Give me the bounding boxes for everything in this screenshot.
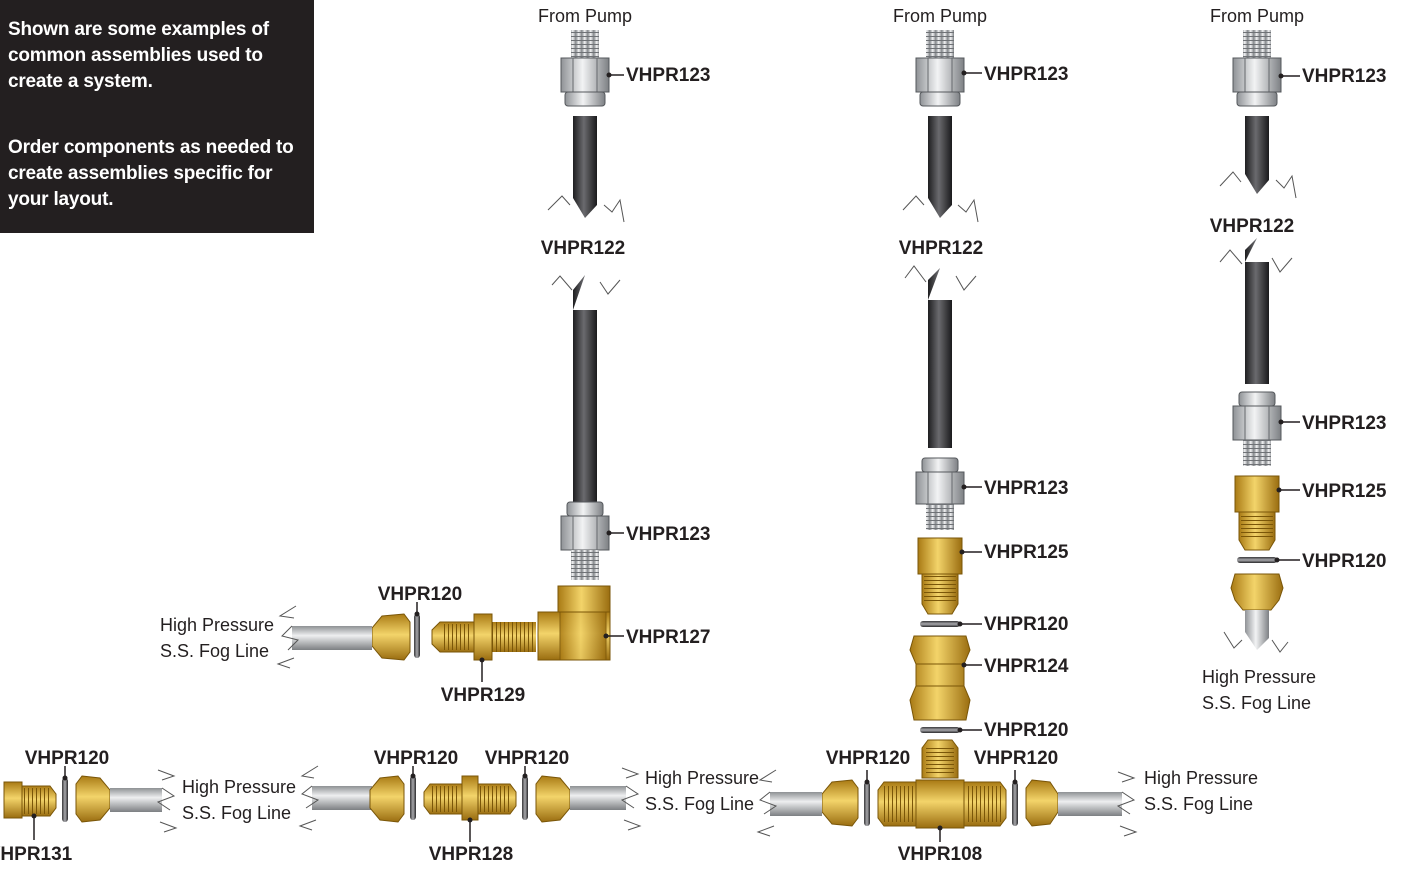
part-label-vhpr131: VHPR131 xyxy=(0,844,73,865)
part-label-vhpr122-3: VHPR122 xyxy=(1210,216,1295,237)
part-label-vhpr122-1: VHPR122 xyxy=(541,238,626,259)
fog-line-label-tee-right-b: S.S. Fog Line xyxy=(1144,794,1253,814)
part-label-vhpr123-1b: VHPR123 xyxy=(626,524,711,545)
o-ring-plug xyxy=(62,778,68,822)
from-pump-label-2: From Pump xyxy=(893,6,987,26)
fog-line-label-union-b: S.S. Fog Line xyxy=(182,803,291,823)
fog-line-label-tee-right-a: High Pressure xyxy=(1144,768,1258,788)
assembly-column-1: From Pump VHPR123 VHPR122 xyxy=(160,6,711,706)
assembly-column-2: From Pump VHPR123 VHPR122 VHPR123 xyxy=(645,6,1258,865)
o-ring-1 xyxy=(414,614,420,658)
from-pump-label-1: From Pump xyxy=(538,6,632,26)
part-label-vhpr123-3a: VHPR123 xyxy=(1302,66,1387,87)
union-nipple xyxy=(431,613,536,661)
flare-nut-union-right xyxy=(535,767,642,831)
part-label-vhpr120-2b: VHPR120 xyxy=(984,720,1069,741)
part-label-vhpr129: VHPR129 xyxy=(441,685,526,706)
fog-line-label-tee-left-b: S.S. Fog Line xyxy=(645,794,754,814)
o-ring-3 xyxy=(1237,557,1277,563)
part-label-vhpr127: VHPR127 xyxy=(626,627,711,648)
flare-nut-1 xyxy=(276,605,411,669)
part-label-vhpr120-1: VHPR120 xyxy=(378,584,463,605)
adapter-2 xyxy=(917,537,963,615)
from-pump-label-3: From Pump xyxy=(1210,6,1304,26)
part-label-vhpr120-3: VHPR120 xyxy=(1302,551,1387,572)
part-label-vhpr120-union-right: VHPR120 xyxy=(485,748,570,769)
o-ring-tee-left xyxy=(864,782,870,826)
part-label-vhpr123-3b: VHPR123 xyxy=(1302,413,1387,434)
o-ring-union-right xyxy=(522,776,528,820)
hose-2 xyxy=(902,116,979,448)
part-label-vhpr122-2: VHPR122 xyxy=(899,238,984,259)
assembly-column-3: From Pump VHPR123 VHPR122 VHPR123 xyxy=(1202,6,1387,713)
part-label-vhpr124: VHPR124 xyxy=(984,656,1069,677)
fitting-mid-3 xyxy=(1232,391,1282,466)
hose-1 xyxy=(547,116,625,520)
plug-assembly: VHPR131 VHPR120 xyxy=(0,748,178,865)
coupling xyxy=(909,635,971,721)
note-text-examples: Shown are some examples of common assemb… xyxy=(8,19,269,92)
fog-line-label-union-a: High Pressure xyxy=(182,777,296,797)
flare-nut-plug xyxy=(75,769,178,833)
info-note-box: Shown are some examples of common assemb… xyxy=(0,0,314,233)
part-label-vhpr120-plug: VHPR120 xyxy=(25,748,110,769)
part-label-vhpr123-1a: VHPR123 xyxy=(626,65,711,86)
fog-line-label-1b: S.S. Fog Line xyxy=(160,641,269,661)
fitting-top-1 xyxy=(560,30,610,107)
union-assembly: VHPR120 VHPR128 VHPR120 High Pressure S.… xyxy=(182,748,642,865)
part-label-vhpr120-2a: VHPR120 xyxy=(984,614,1069,635)
part-label-vhpr125-3: VHPR125 xyxy=(1302,481,1387,502)
part-label-vhpr120-tee-right: VHPR120 xyxy=(974,748,1059,769)
elbow-fitting xyxy=(537,585,611,661)
part-label-vhpr128: VHPR128 xyxy=(429,844,514,865)
part-label-vhpr123-2a: VHPR123 xyxy=(984,64,1069,85)
part-label-vhpr120-union-left: VHPR120 xyxy=(374,748,459,769)
o-ring-tee-right xyxy=(1012,782,1018,826)
fog-line-label-3b: S.S. Fog Line xyxy=(1202,693,1311,713)
fog-line-label-tee-left-a: High Pressure xyxy=(645,768,759,788)
fitting-top-3 xyxy=(1232,30,1282,107)
hose-3 xyxy=(1219,116,1297,384)
part-label-vhpr108: VHPR108 xyxy=(898,844,983,865)
plug-fitting xyxy=(3,781,57,819)
union-fitting xyxy=(423,775,517,821)
part-label-vhpr125-2: VHPR125 xyxy=(984,542,1069,563)
adapter-3 xyxy=(1234,475,1280,551)
fog-line-label-3a: High Pressure xyxy=(1202,667,1316,687)
flare-nut-tee-right xyxy=(1025,771,1138,837)
fitting-top-2 xyxy=(915,30,965,107)
fitting-mid-2 xyxy=(915,457,965,530)
flare-nut-3 xyxy=(1223,573,1289,653)
note-text-order: Order components as needed to create ass… xyxy=(8,137,294,210)
part-label-vhpr123-2b: VHPR123 xyxy=(984,478,1069,499)
fog-line-label-1a: High Pressure xyxy=(160,615,274,635)
part-label-vhpr120-tee-left: VHPR120 xyxy=(826,748,911,769)
o-ring-union-left xyxy=(410,776,416,820)
flare-nut-tee-left xyxy=(756,769,859,837)
fitting-bottom-1 xyxy=(560,501,610,580)
flare-nut-union-left xyxy=(298,765,405,831)
tee-fitting xyxy=(877,739,1007,829)
o-ring-2b xyxy=(920,727,960,733)
o-ring-2a xyxy=(920,621,960,627)
